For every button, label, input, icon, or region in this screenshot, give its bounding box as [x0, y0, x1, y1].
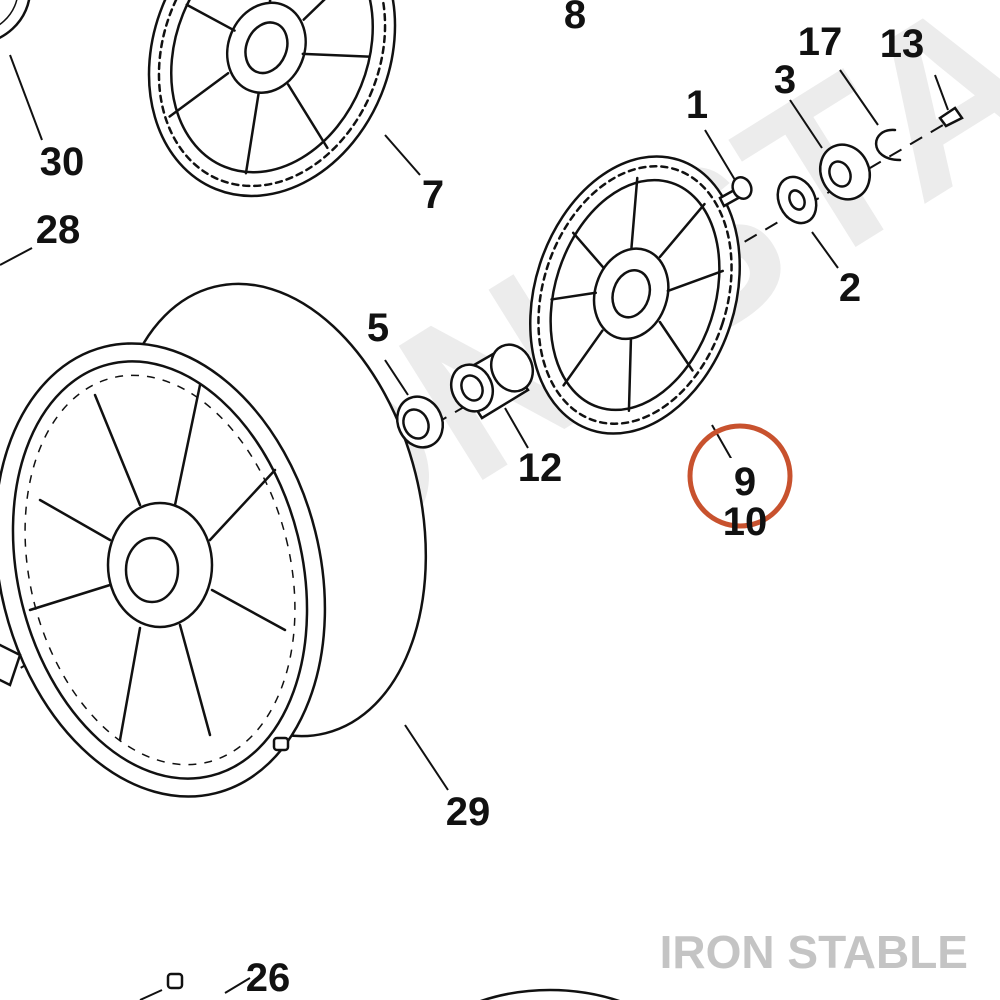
pulley-upper [147, 0, 397, 198]
callout-9: 9 [734, 460, 756, 504]
brand-wordmark: IRON STABLE [660, 926, 968, 978]
callout-12: 12 [518, 446, 563, 490]
rear-wheel [0, 282, 428, 798]
callout-17: 17 [798, 20, 843, 64]
callout-10: 10 [723, 500, 768, 544]
callout-1: 1 [686, 83, 708, 127]
callout-29: 29 [446, 790, 491, 834]
spacer-sleeve [449, 343, 535, 420]
lower-part-edge [480, 988, 620, 1000]
callout-7: 7 [422, 173, 444, 217]
callout-8: 8 [564, 0, 586, 37]
callout-2: 2 [839, 266, 861, 310]
cotter-pin [938, 106, 964, 128]
wheel-edge-top-left [0, 0, 31, 40]
callout-28: 28 [36, 208, 81, 252]
leader-lines [0, 54, 949, 994]
bolt [718, 176, 753, 208]
callout-9-backing [712, 458, 768, 504]
small-fitting [139, 972, 184, 1000]
bearing [395, 395, 445, 449]
axle-stub [0, 643, 22, 687]
callout-26: 26 [246, 956, 291, 1000]
callout-30: 30 [40, 140, 85, 184]
callout-5: 5 [367, 306, 389, 350]
axle-nut [818, 143, 872, 201]
callout-3: 3 [774, 58, 796, 102]
highlight-circle [687, 423, 793, 529]
retaining-clip [874, 128, 902, 162]
pulley-main [529, 155, 741, 435]
callout-13: 13 [880, 22, 925, 66]
washer [776, 175, 818, 225]
